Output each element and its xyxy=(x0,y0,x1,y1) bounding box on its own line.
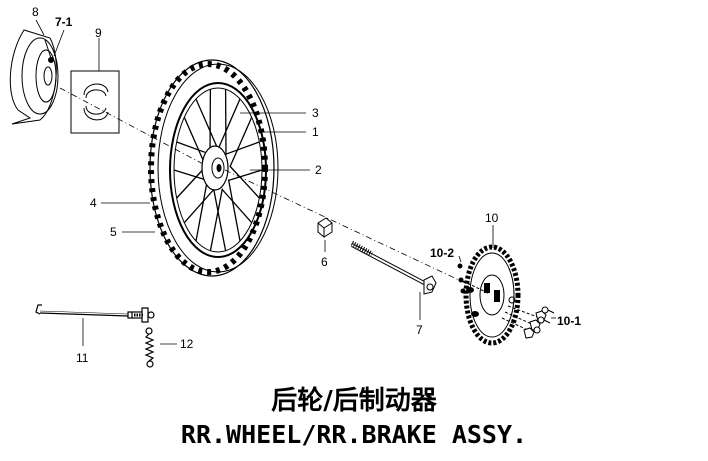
callout-8: 8 xyxy=(32,5,39,19)
callout-10: 10 xyxy=(485,211,499,225)
brake-shoes xyxy=(70,70,120,134)
callout-1: 1 xyxy=(312,125,319,139)
diagram-title-english: RR.WHEEL/RR.BRAKE ASSY. xyxy=(180,420,528,449)
callout-7: 7 xyxy=(416,323,423,337)
spoke xyxy=(217,98,241,151)
diagram-title-chinese: 后轮/后制动器 xyxy=(271,386,437,416)
spoke xyxy=(229,165,260,199)
spoke xyxy=(183,117,207,168)
callout-4: 4 xyxy=(90,196,97,210)
callout-10-2: 10-2 xyxy=(430,246,454,260)
callout-11: 11 xyxy=(76,351,89,365)
callout-6: 6 xyxy=(321,255,328,269)
spoke xyxy=(229,117,253,168)
spokes xyxy=(173,89,263,251)
spoke xyxy=(225,141,260,155)
spoke xyxy=(176,165,207,199)
sprocket-fasteners xyxy=(457,263,555,339)
spoke xyxy=(209,188,224,251)
spoke xyxy=(183,188,215,224)
brake-panel xyxy=(9,29,59,125)
leader-line xyxy=(59,87,206,166)
callout-12: 12 xyxy=(180,337,194,351)
spoke xyxy=(195,98,219,151)
spoke xyxy=(173,169,208,182)
return-spring xyxy=(144,327,155,368)
callout-leaders xyxy=(35,19,556,346)
spoke xyxy=(221,188,253,224)
spoke xyxy=(176,141,211,155)
callout-7-1: 7-1 xyxy=(55,15,73,29)
rear-axle xyxy=(350,240,437,295)
spacer-collar xyxy=(317,217,333,238)
axle-centreline xyxy=(224,169,513,306)
spoke xyxy=(212,188,227,251)
callout-10-1: 10-1 xyxy=(557,314,581,328)
callout-5: 5 xyxy=(110,225,117,239)
spoke xyxy=(228,169,263,182)
rear-wheel xyxy=(148,59,279,277)
tyre xyxy=(149,59,275,277)
rear-sprocket xyxy=(463,244,521,346)
callout-9: 9 xyxy=(95,26,102,40)
callout-2: 2 xyxy=(315,163,322,177)
spoke xyxy=(227,179,241,242)
spoke xyxy=(195,179,209,242)
brake-rod xyxy=(35,304,155,323)
hub xyxy=(201,145,229,191)
callout-3: 3 xyxy=(312,106,319,120)
